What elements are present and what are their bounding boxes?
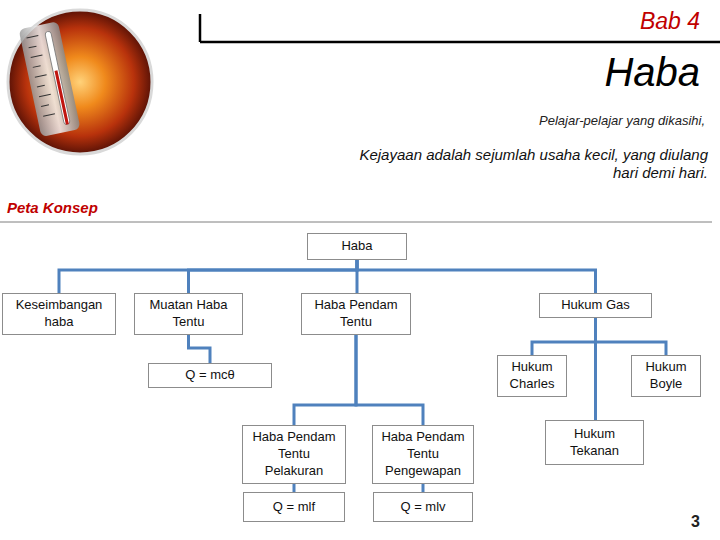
tree-connector bbox=[357, 260, 596, 293]
tree-connector bbox=[294, 335, 356, 425]
text-stack: Muatan Haba Tentu bbox=[140, 297, 237, 331]
chapter-number: Bab 4 bbox=[480, 8, 700, 36]
tree-connector bbox=[594, 318, 597, 420]
tree-connector bbox=[356, 335, 423, 425]
node-label: Q = mlf bbox=[273, 499, 315, 516]
node-label: Haba Pendam Tentu Pengewapan bbox=[378, 429, 468, 480]
text-stack: Haba Pendam Tentu bbox=[307, 297, 405, 331]
topic-box: Hukum Gas bbox=[539, 293, 652, 318]
topic-box: Muatan Haba Tentu bbox=[134, 293, 243, 335]
topic-box: Haba Pendam Tentu bbox=[301, 293, 411, 335]
text-stack: Hukum Tekanan bbox=[551, 426, 638, 460]
subtopic-box: Haba Pendam Tentu Pelakuran bbox=[242, 425, 346, 484]
text-stack: Q = mlv bbox=[400, 499, 445, 516]
text-stack: Keseimbangan haba bbox=[8, 297, 110, 331]
text-stack: Hukum Charles bbox=[503, 359, 561, 393]
node-label: Q = mcθ bbox=[185, 367, 235, 384]
node-label: Haba bbox=[341, 238, 372, 255]
text-stack: Haba Pendam Tentu Pelakuran bbox=[248, 429, 340, 480]
text-stack: Q = mlf bbox=[273, 499, 315, 516]
subtopic-box: Hukum Tekanan bbox=[545, 420, 644, 465]
subtopic-box: Hukum Boyle bbox=[631, 355, 701, 397]
tree-connector bbox=[532, 318, 596, 355]
formula-box: Q = mlf bbox=[243, 492, 345, 522]
subtopic-box: Haba Pendam Tentu Pengewapan bbox=[372, 425, 474, 484]
section-heading: Peta Konsep bbox=[7, 199, 207, 217]
root-box: Haba bbox=[307, 233, 407, 260]
text-stack: Q = mcθ bbox=[185, 367, 235, 384]
formula-box: Q = mlv bbox=[373, 492, 473, 522]
slide-title: Haba bbox=[400, 48, 700, 96]
formula-box: Q = mcθ bbox=[148, 363, 272, 388]
node-label: Hukum Charles bbox=[503, 359, 561, 393]
subtopic-box: Hukum Charles bbox=[497, 355, 567, 397]
node-label: Muatan Haba Tentu bbox=[140, 297, 237, 331]
node-label: Hukum Boyle bbox=[637, 359, 695, 393]
text-stack: Hukum Gas bbox=[561, 297, 630, 314]
greeting-text: Pelajar-pelajar yang dikasihi, bbox=[380, 113, 705, 129]
section-rule bbox=[0, 222, 712, 223]
thermometer-illustration bbox=[8, 10, 152, 154]
text-stack: Haba bbox=[341, 238, 372, 255]
node-label: Hukum Gas bbox=[561, 297, 630, 314]
node-label: Haba Pendam Tentu bbox=[307, 297, 405, 331]
tree-connector bbox=[59, 260, 357, 293]
tree-connector bbox=[422, 484, 425, 492]
node-label: Q = mlv bbox=[400, 499, 445, 516]
node-label: Hukum Tekanan bbox=[551, 426, 638, 460]
text-stack: Hukum Boyle bbox=[637, 359, 695, 393]
topic-box: Keseimbangan haba bbox=[2, 293, 116, 335]
motto-text: Kejayaan adalah sejumlah usaha kecil, ya… bbox=[333, 146, 708, 182]
node-label: Haba Pendam Tentu Pelakuran bbox=[248, 429, 340, 480]
tree-connector bbox=[293, 484, 296, 492]
text-stack: Haba Pendam Tentu Pengewapan bbox=[378, 429, 468, 480]
page-number: 3 bbox=[670, 512, 700, 531]
node-label: Keseimbangan haba bbox=[8, 297, 110, 331]
tree-connector bbox=[596, 318, 667, 355]
tree-connector bbox=[189, 335, 211, 363]
tree-connector bbox=[189, 260, 358, 293]
